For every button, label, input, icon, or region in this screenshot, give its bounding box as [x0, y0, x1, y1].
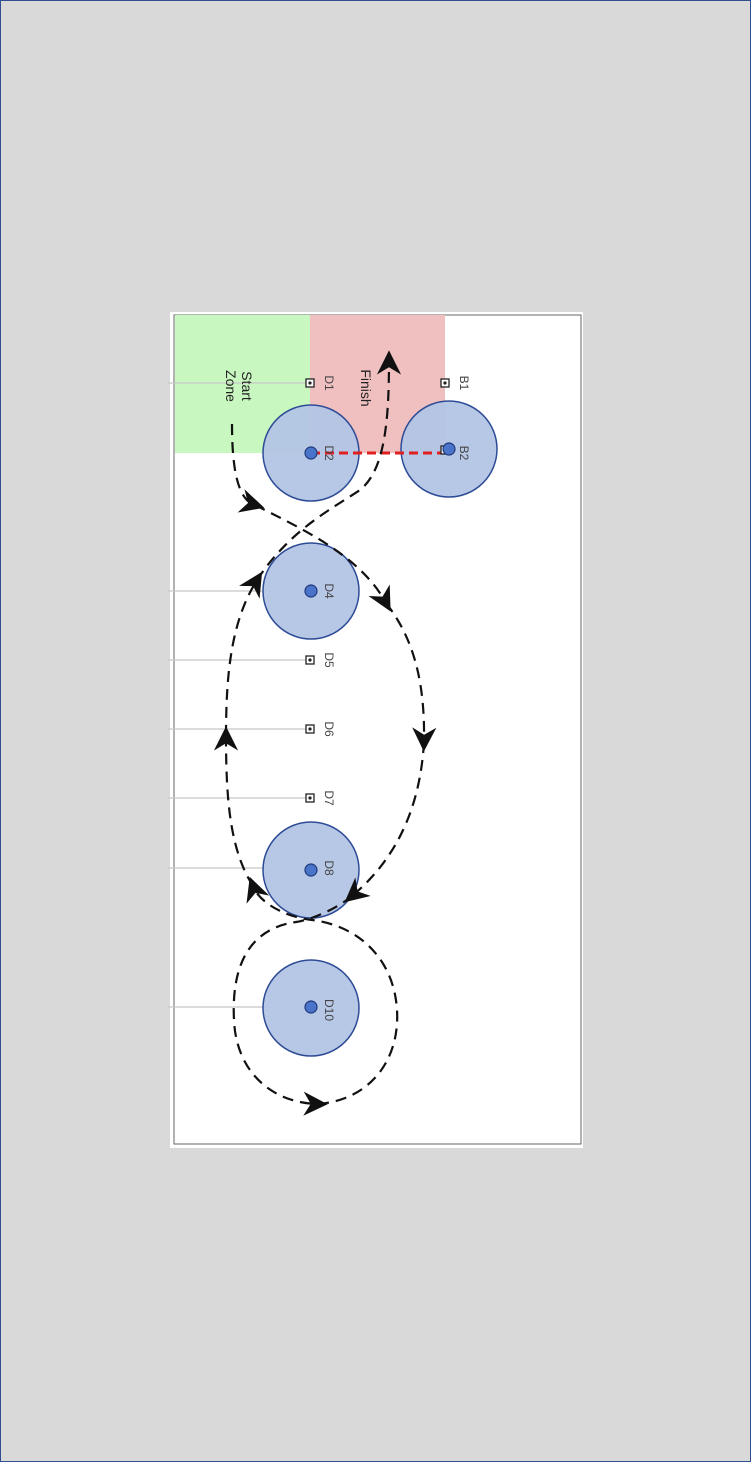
marker-label-d1: D1	[322, 375, 336, 391]
marker-label-b2: B2	[457, 446, 471, 461]
marker-label-d8: D8	[322, 860, 336, 876]
finish-zone-label: Finish	[358, 369, 374, 406]
start-zone-label-line2: Zone	[223, 370, 239, 402]
marker-label-d4: D4	[322, 583, 336, 599]
start-zone-label-line1: Start	[239, 371, 255, 401]
marker-label-d10: D10	[322, 999, 336, 1021]
route-segment-loop-bottom	[232, 895, 353, 1116]
route-segment-2	[385, 602, 437, 752]
route-segment-3	[344, 741, 426, 903]
pylon-center-d4	[304, 584, 318, 598]
route-segment-finish	[256, 350, 402, 581]
pylon-center-d10	[304, 1000, 318, 1014]
marker-label-b1: B1	[457, 376, 471, 391]
route-segment-4	[213, 726, 254, 887]
route-segment-5	[224, 571, 263, 737]
pylon-center-b2	[442, 442, 456, 456]
route-segment-start	[230, 423, 265, 513]
pylon-center-d8	[304, 863, 318, 877]
route-segment-loop-up	[246, 876, 399, 1106]
marker-label-d6: D6	[322, 721, 336, 737]
marker-label-d7: D7	[322, 790, 336, 806]
pylon-center-d2	[304, 446, 318, 460]
route-path	[213, 350, 437, 1116]
marker-label-d2: D2	[322, 445, 336, 461]
marker-label-d5: D5	[322, 652, 336, 668]
route-segment-1	[254, 504, 391, 612]
